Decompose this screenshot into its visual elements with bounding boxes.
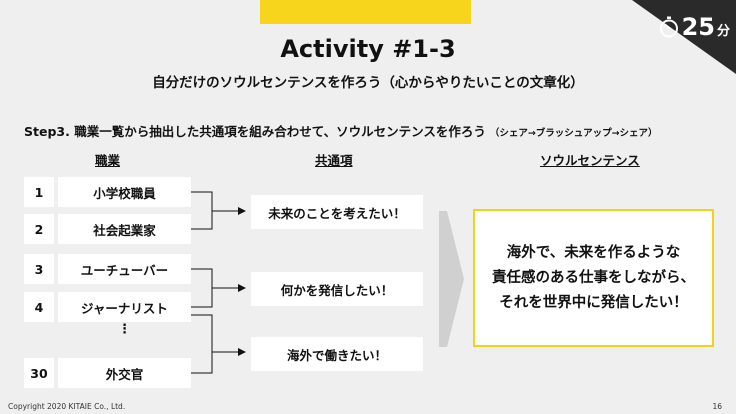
step-note: （シェア→ブラッシュアップ→シェア） xyxy=(489,128,658,139)
common-item: 何かを発信したい！ xyxy=(251,272,423,306)
job-item: 社会起業家 xyxy=(58,214,191,244)
common-item: 未来のことを考えたい！ xyxy=(251,195,423,229)
job-number: 4 xyxy=(24,292,54,322)
timer-unit: 分 xyxy=(716,24,730,39)
column-header-common: 共通項 xyxy=(315,153,353,168)
column-header-soul-sentence: ソウルセンテンス xyxy=(540,153,640,168)
job-item: 小学校職員 xyxy=(58,177,191,207)
job-number: 2 xyxy=(24,214,54,244)
soul-sentence-line: 責任感のある仕事をしながら、 xyxy=(492,269,695,286)
column-header-jobs: 職業 xyxy=(95,153,121,168)
job-number: 1 xyxy=(24,177,54,207)
copyright: Copyright 2020 KITAIE Co., Ltd. xyxy=(8,402,126,411)
soul-sentence-line: それを世界中に発信したい！ xyxy=(499,294,688,311)
accent-bar xyxy=(260,0,471,24)
chevron-right-icon xyxy=(439,211,464,347)
page-title: Activity #1-3 xyxy=(280,35,456,63)
page-subtitle: 自分だけのソウルセンテンスを作ろう（心からやりたいことの文章化） xyxy=(152,75,584,91)
job-number: 30 xyxy=(24,358,54,388)
job-item: ユーチューバー xyxy=(58,254,191,284)
job-item: 外交官 xyxy=(58,358,191,388)
job-number: 3 xyxy=(24,254,54,284)
soul-sentence-line: 海外で、未来を作るような xyxy=(506,244,681,261)
timer-corner-banner xyxy=(632,0,736,74)
timer-minutes: 25 xyxy=(681,12,715,41)
soul-sentence-box: 海外で、未来を作るような 責任感のある仕事をしながら、 それを世界中に発信したい… xyxy=(473,209,714,347)
stopwatch-icon xyxy=(659,16,678,37)
page-number: 16 xyxy=(712,402,722,411)
timer: 25 分 xyxy=(659,14,730,39)
common-item: 海外で働きたい！ xyxy=(251,337,423,371)
step-instruction: Step3. 職業一覧から抽出した共通項を組み合わせて、ソウルセンテンスを作ろう… xyxy=(24,121,658,140)
job-item: ジャーナリスト xyxy=(58,292,191,322)
step-text: Step3. 職業一覧から抽出した共通項を組み合わせて、ソウルセンテンスを作ろう xyxy=(24,124,486,139)
